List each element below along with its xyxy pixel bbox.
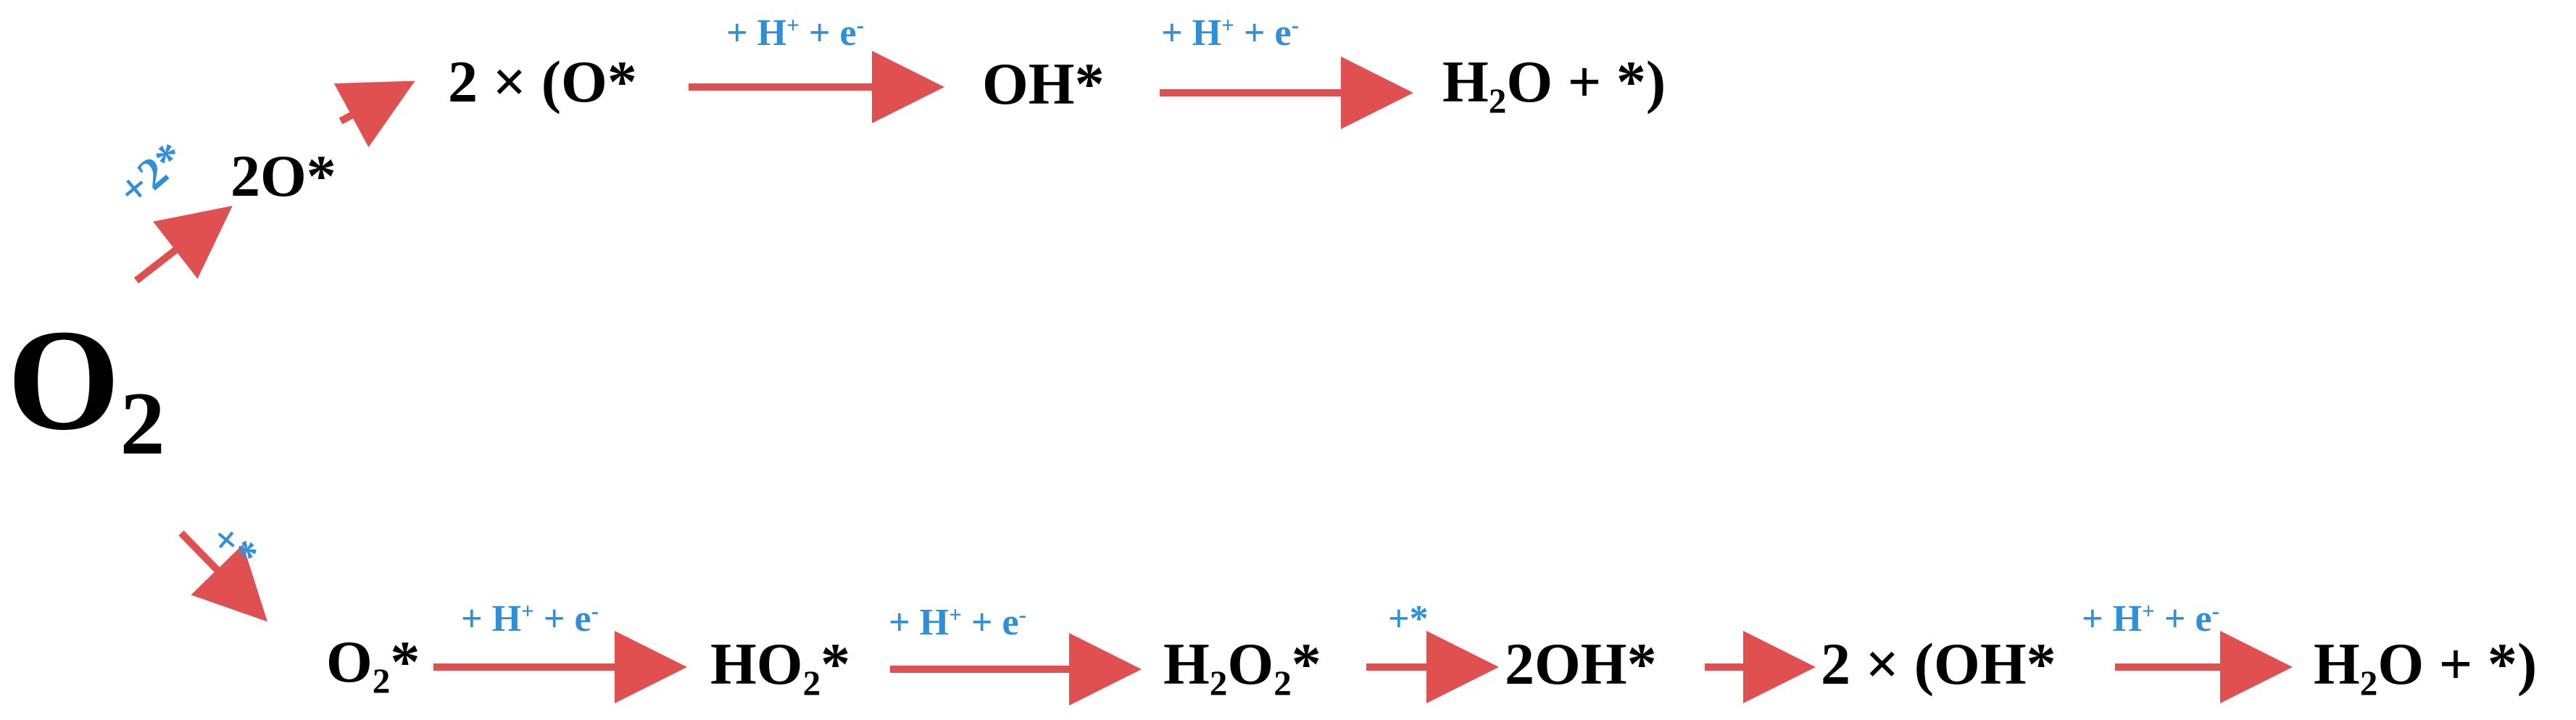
reactant-o2: O2 (7, 300, 165, 473)
arrow-2o-to-o (333, 80, 415, 148)
species-2oh: 2OH* (1505, 631, 1657, 697)
product-h2o-upper: H2O + *) (1442, 49, 1666, 121)
label-h-e-lower-1: + H+ + e- (461, 597, 599, 640)
species-2x-oh: 2 × (OH* (1821, 631, 2056, 697)
arrow-o2-to-o2star (178, 530, 267, 622)
species-2x-o: 2 × (O* (448, 49, 637, 115)
label-h-e-lower-2: + H+ + e- (889, 601, 1026, 643)
species-2o: 2O* (230, 143, 336, 209)
species-oh: OH* (982, 51, 1105, 117)
arrow-o2-to-2o (133, 205, 233, 284)
label-plus-site-2: +* (1388, 598, 1429, 640)
species-h2o2-star: H2O2* (1163, 631, 1321, 703)
label-h-e-upper-2: + H+ + e- (1161, 12, 1299, 54)
product-h2o-lower: H2O + *) (2314, 631, 2538, 703)
label-h-e-lower-4: + H+ + e- (2082, 597, 2219, 640)
species-o2-star: O2* (326, 629, 420, 701)
species-ho2-star: HO2* (710, 631, 851, 703)
label-h-e-upper-1: + H+ + e- (726, 12, 864, 54)
